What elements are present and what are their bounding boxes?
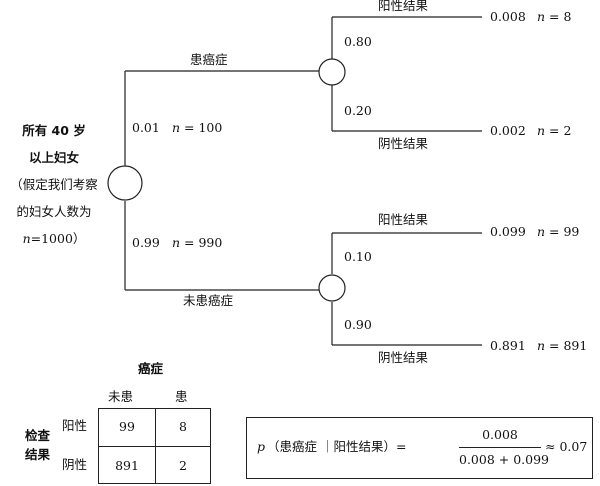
leaf-nocancer-neg-label: 阴性结果 [378,350,429,365]
n-value: = 891 [545,338,588,353]
n-value: = 990 [180,235,223,250]
branch-nocancer-count: n = 990 [172,235,223,250]
root-n-value: =1000） [30,231,86,246]
table-cell-neg-no: 891 [115,458,139,473]
table-cell-pos-no: 99 [119,419,135,434]
n-symbol: n [172,235,181,250]
leaf-cancer-neg-label: 阴性结果 [378,136,429,151]
root-note-line3: n=1000） [4,231,104,246]
leaf-nocancer-pos-count: n = 99 [537,224,580,239]
n-value: = 99 [545,224,580,239]
root-node [107,165,143,201]
cancer-node [318,58,346,86]
table-col-header-no: 未患 [108,389,134,404]
root-n-symbol: n [22,231,31,246]
n-symbol: n [537,123,546,138]
formula-p-symbol: p [257,439,266,454]
contingency-table: 99 8 891 2 [98,408,211,484]
leaf-nocancer-neg-count: n = 891 [537,338,588,353]
branch-cancer-count: n = 100 [172,120,223,135]
table-horizontal-divider [99,446,210,447]
branch-cancer-label: 患癌症 [190,52,228,67]
leaf-cancer-neg-count: n = 2 [537,123,572,138]
formula-result: ≈ 0.07 [545,439,588,454]
table-row-title-line1: 检查 [25,428,51,443]
table-cell-neg-yes: 2 [179,458,187,473]
table-cell-pos-yes: 8 [179,419,187,434]
formula-condition: （患癌症 ｜阳性结果）= [267,439,407,454]
n-value: = 8 [545,9,572,24]
n-symbol: n [172,120,181,135]
branch-nocancer-label: 未患癌症 [183,293,234,308]
leaf-cancer-pos-joint: 0.008 [490,9,526,24]
leaf-cancer-neg-joint: 0.002 [490,123,526,138]
table-row-title-line2: 结果 [25,447,51,462]
table-row-label-neg: 阴性 [62,457,88,472]
leaf-nocancer-neg-branch-prob: 0.90 [344,317,372,332]
n-value: = 100 [180,120,223,135]
n-symbol: n [537,9,546,24]
nocancer-node [318,274,346,302]
root-note-line2: 的妇女人数为 [16,204,92,219]
leaf-nocancer-pos-label: 阳性结果 [378,212,429,227]
root-title-line1: 所有 40 岁 [22,123,86,138]
root-note-line1: （假定我们考察 [10,177,98,192]
leaf-nocancer-pos-branch-prob: 0.10 [344,249,372,264]
table-col-header-yes: 患 [175,389,188,404]
leaf-cancer-pos-count: n = 8 [537,9,572,24]
leaf-nocancer-pos-joint: 0.099 [490,224,526,239]
n-symbol: n [537,224,546,239]
table-row-label-pos: 阳性 [62,418,88,433]
table-col-title: 癌症 [138,361,164,376]
leaf-cancer-pos-branch-prob: 0.80 [344,34,372,49]
leaf-cancer-pos-label: 阳性结果 [378,0,429,13]
n-value: = 2 [545,123,572,138]
formula-numerator: 0.008 [482,427,518,442]
leaf-cancer-neg-branch-prob: 0.20 [344,103,372,118]
n-symbol: n [537,338,546,353]
formula-fraction-bar [459,447,541,448]
branch-cancer-prob: 0.01 [132,120,160,135]
root-title-line2: 以上妇女 [28,150,79,165]
bayes-formula-box: p （患癌症 ｜阳性结果）= 0.008 0.008 + 0.099 ≈ 0.0… [246,417,593,479]
branch-nocancer-prob: 0.99 [132,235,160,250]
formula-denominator: 0.008 + 0.099 [459,452,549,467]
leaf-nocancer-neg-joint: 0.891 [490,338,526,353]
